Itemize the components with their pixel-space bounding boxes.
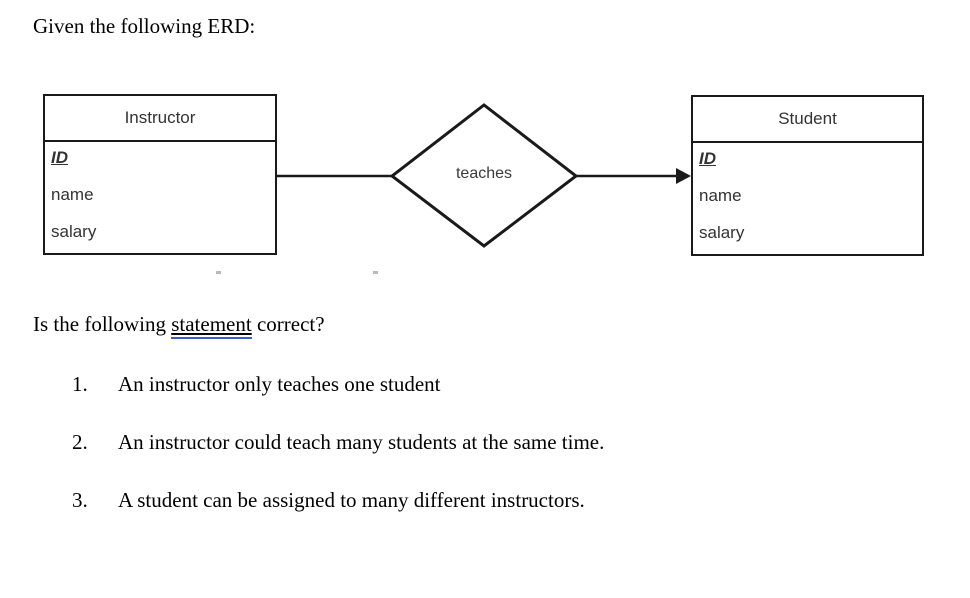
list-item-number: 3. (72, 488, 88, 512)
erd-connector-layer (277, 103, 691, 248)
scan-artifact-left (216, 271, 221, 274)
list-item: 1. An instructor only teaches one studen… (0, 370, 970, 428)
question-suffix: correct? (251, 312, 325, 336)
entity-student-title: Student (693, 97, 922, 143)
attribute-student-id: ID (699, 149, 716, 168)
list-item: 2. An instructor could teach many studen… (0, 428, 970, 486)
entity-instructor-title: Instructor (45, 96, 275, 142)
entity-student: Student ID name salary (691, 95, 924, 256)
question-prefix: Is the following (33, 312, 172, 336)
attribute-instructor-salary: salary (51, 222, 97, 241)
attribute-instructor-id: ID (51, 148, 68, 167)
entity-student-attributes: ID name salary (693, 143, 922, 261)
scan-artifact-right (373, 271, 378, 274)
statement-list: 1. An instructor only teaches one studen… (0, 370, 970, 544)
list-item: 3. A student can be assigned to many dif… (0, 486, 970, 544)
statement-link[interactable]: statement (171, 312, 252, 339)
attribute-student-name: name (699, 186, 742, 205)
list-item-number: 1. (72, 372, 88, 396)
entity-instructor: Instructor ID name salary (43, 94, 277, 255)
list-item-text: An instructor only teaches one student (118, 372, 441, 396)
relationship-label-teaches: teaches (455, 165, 513, 182)
entity-instructor-attributes: ID name salary (45, 142, 275, 260)
attribute-instructor-name: name (51, 185, 94, 204)
intro-text: Given the following ERD: (33, 14, 256, 38)
list-item-text: A student can be assigned to many differ… (118, 488, 585, 512)
list-item-text: An instructor could teach many students … (118, 430, 605, 454)
arrowhead-icon (676, 168, 691, 184)
attribute-student-salary: salary (699, 223, 745, 242)
list-item-number: 2. (72, 430, 88, 454)
erd-diagram: Instructor ID name salary Student ID nam… (43, 94, 924, 274)
question-line: Is the following statement correct? (33, 310, 325, 339)
